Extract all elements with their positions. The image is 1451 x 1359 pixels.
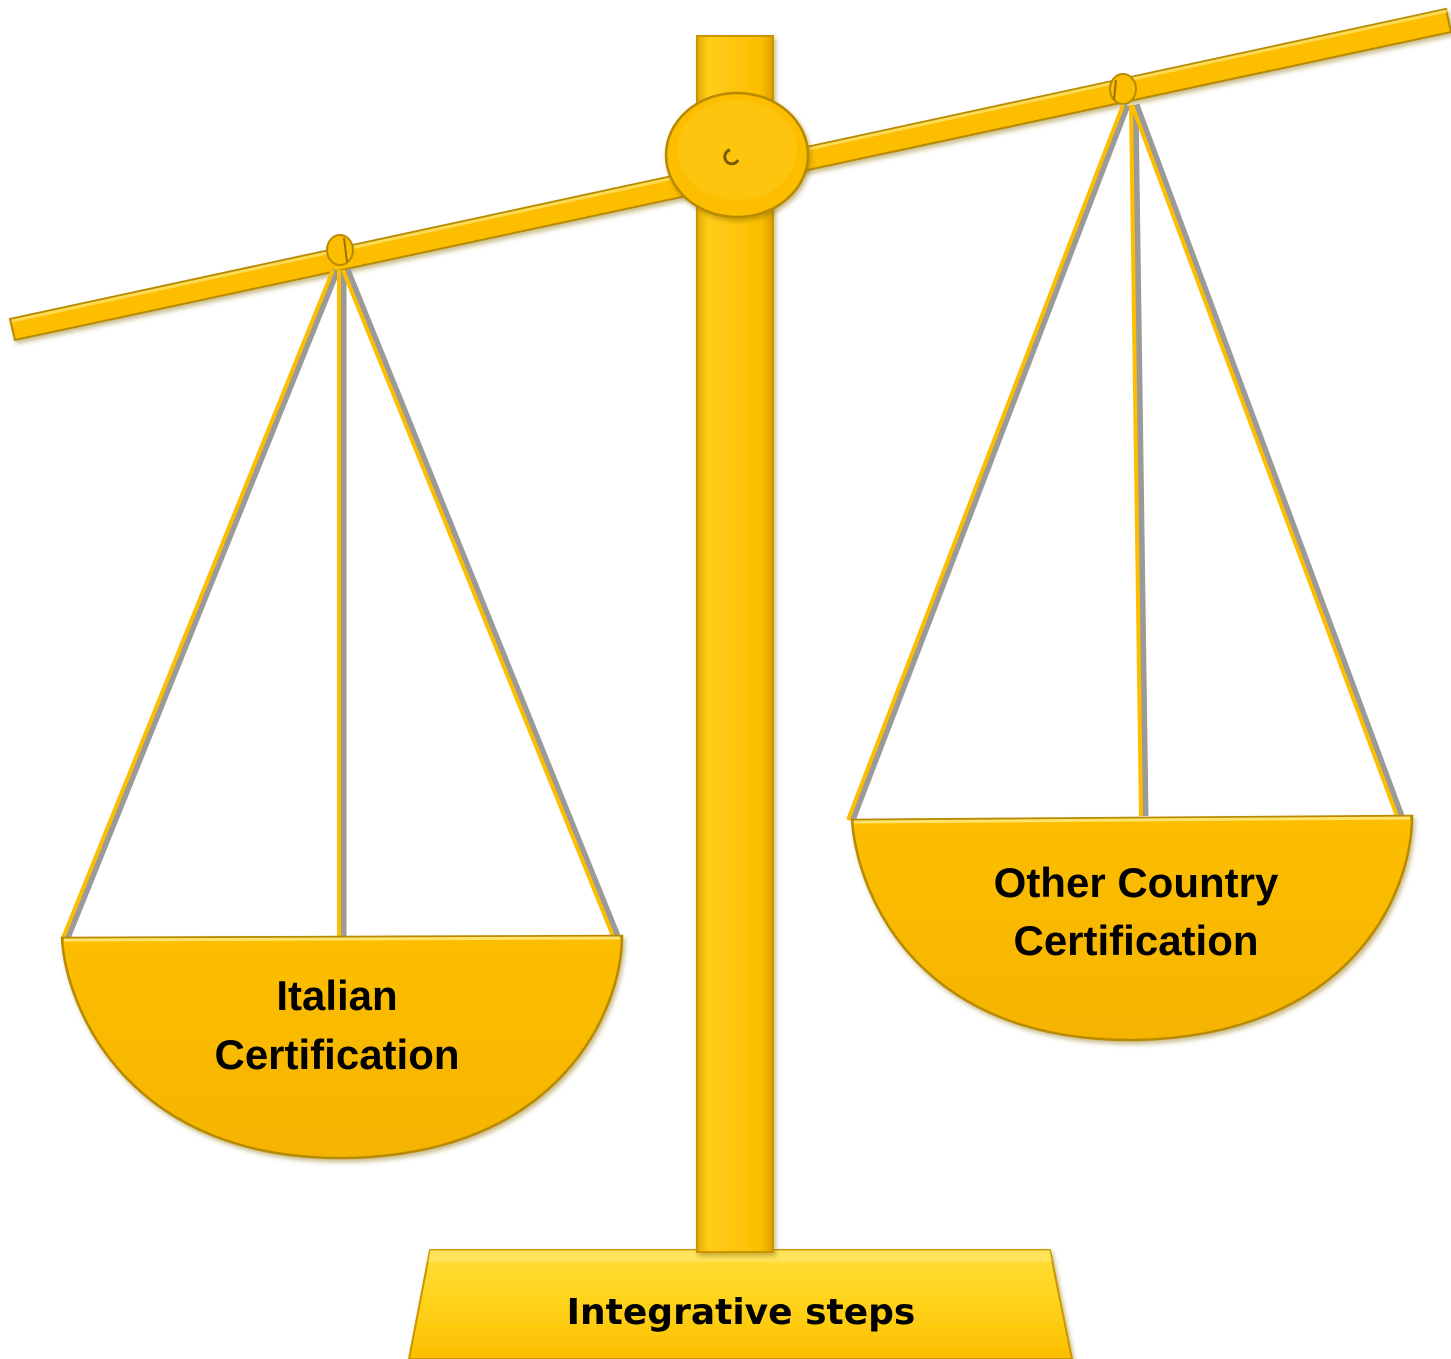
base-label: Integrative steps: [567, 1292, 916, 1333]
right-pan: Other Country Certification: [850, 814, 1414, 1042]
left-hanger-knob: [326, 234, 354, 266]
base-pedestal: Integrative steps: [407, 1249, 1074, 1359]
right-pan-cords: [846, 103, 1405, 822]
left-pan-label-line1: Italian: [276, 972, 397, 1019]
left-pan: Italian Certification: [60, 934, 624, 1160]
pivot-hub: [664, 91, 810, 219]
left-pan-label-line2: Certification: [214, 1031, 459, 1078]
scale-post: [696, 35, 774, 1253]
right-hanger-knob: [1109, 73, 1137, 105]
right-pan-label-line2: Certification: [1013, 917, 1258, 964]
left-pan-cords: [61, 268, 621, 940]
right-pan-label-line1: Other Country: [994, 859, 1279, 906]
